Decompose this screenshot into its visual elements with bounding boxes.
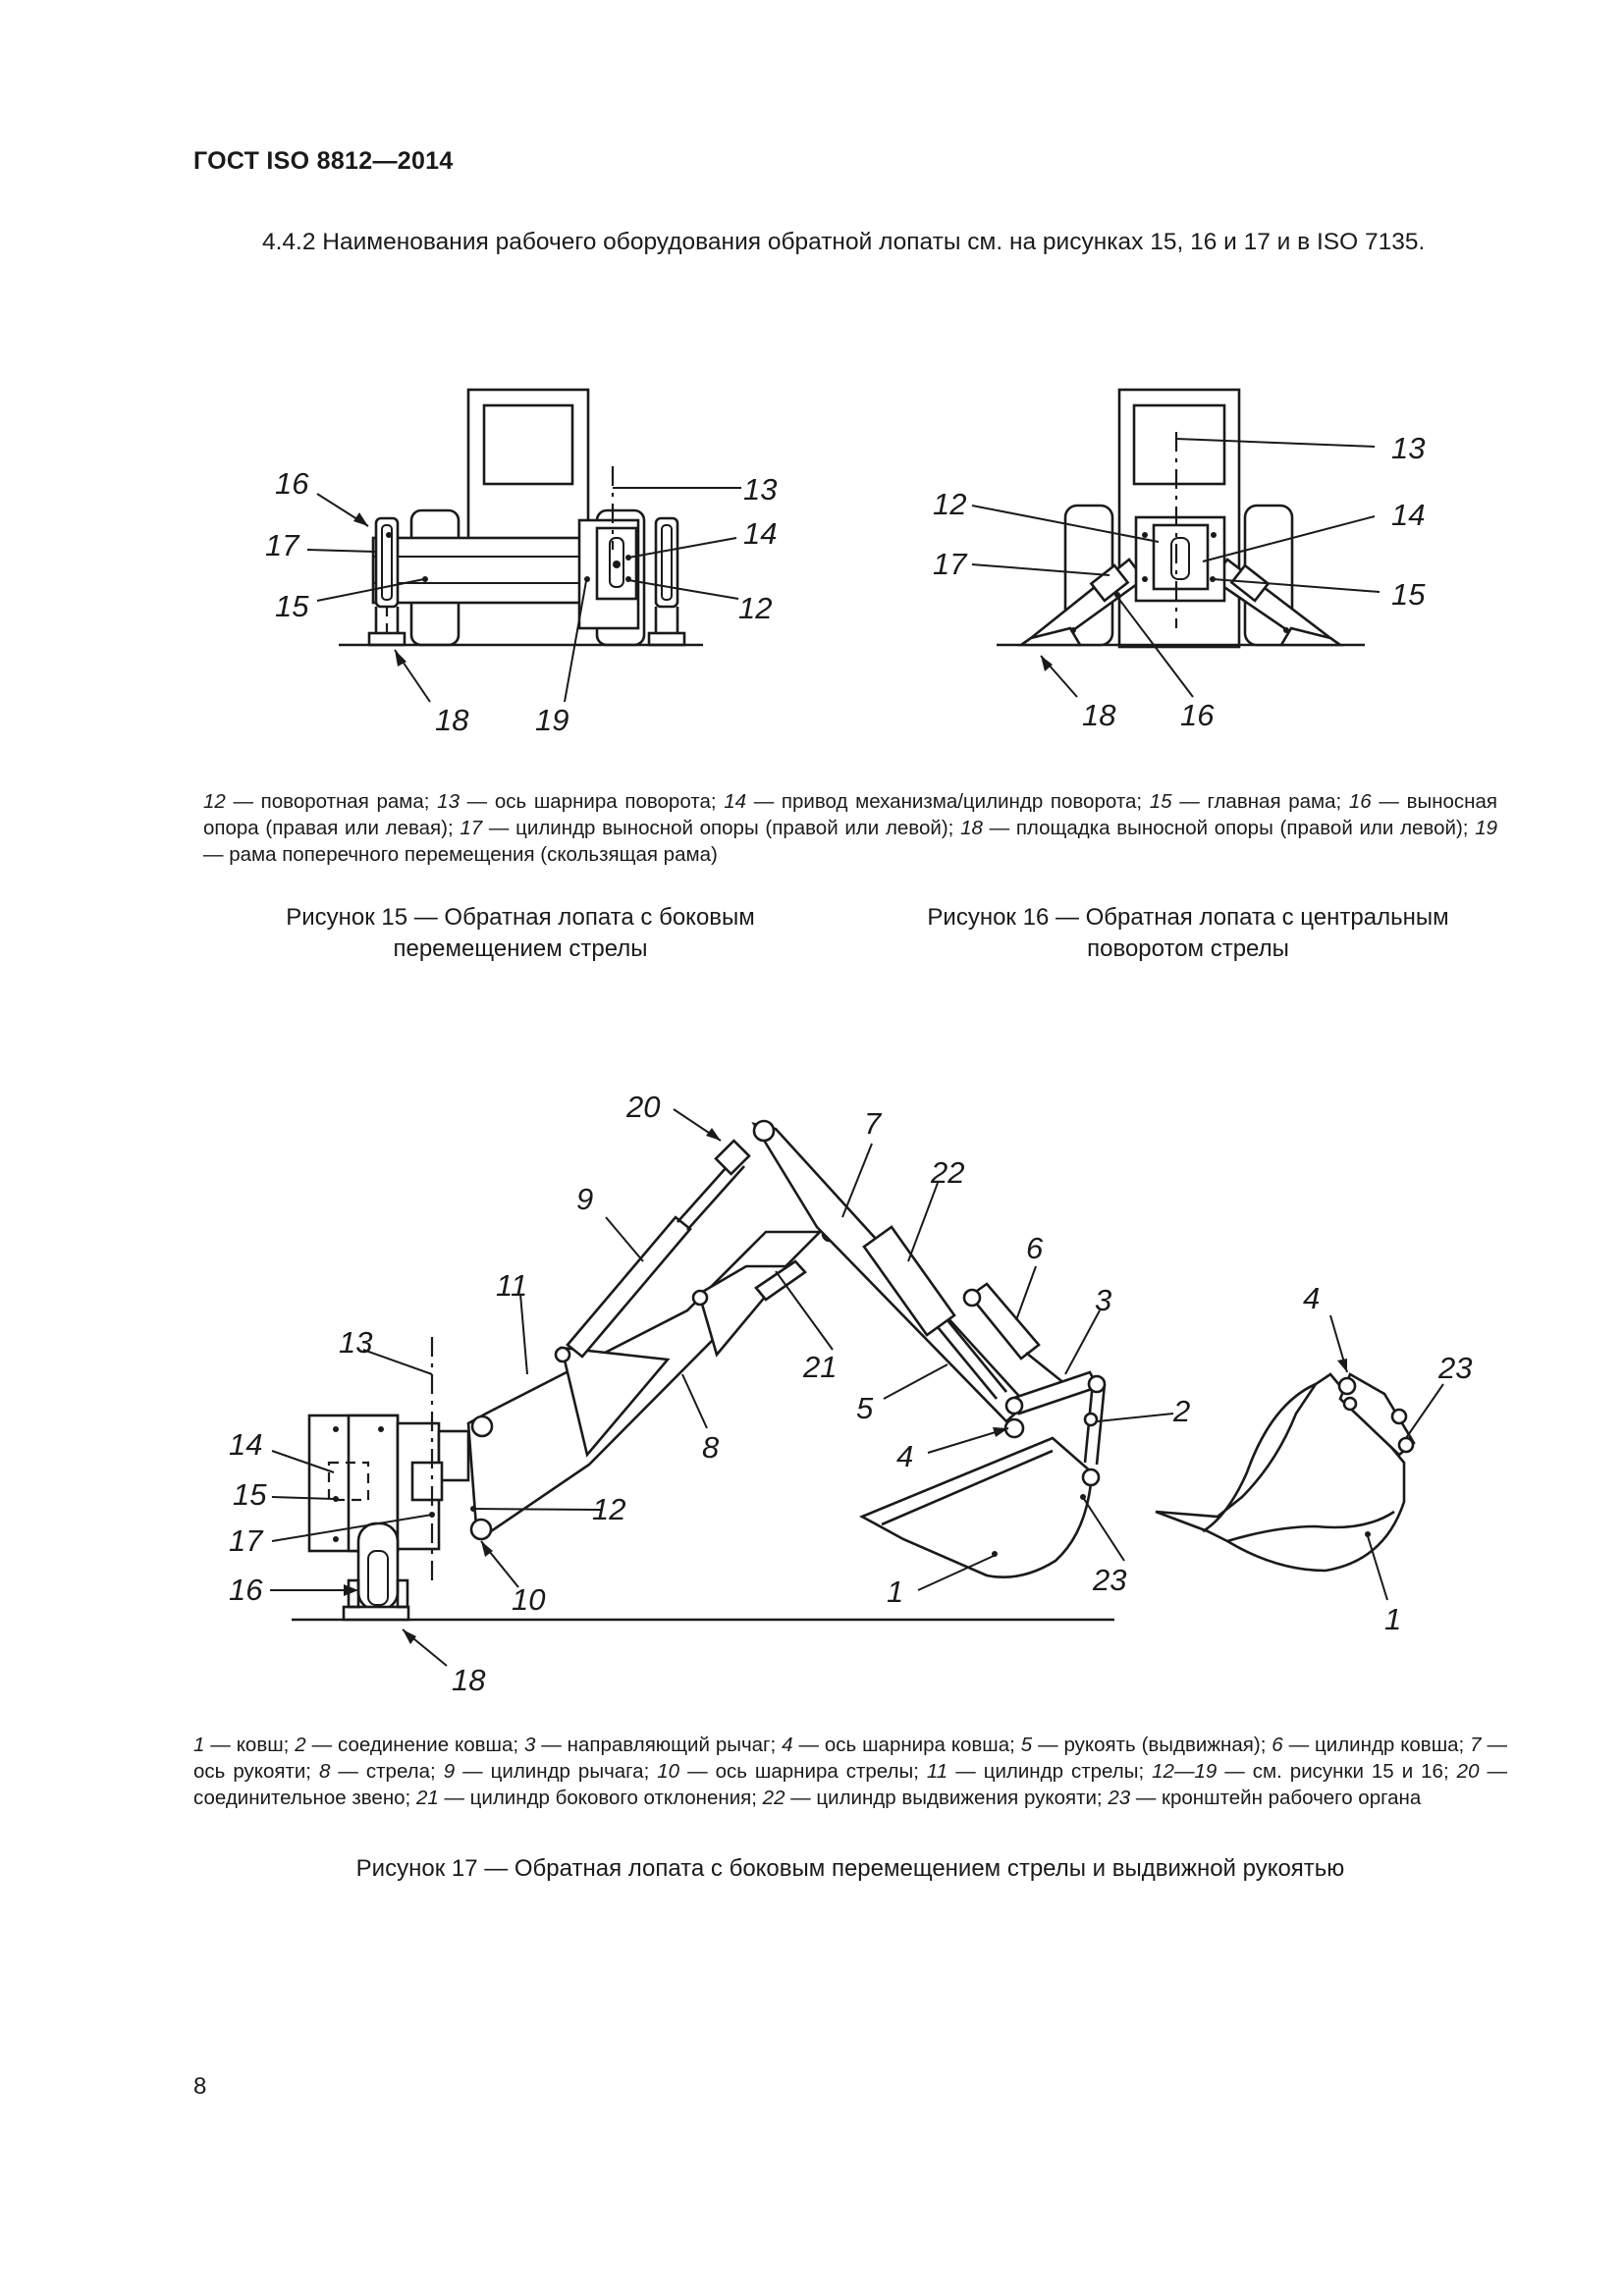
guide-lever [1009,1370,1100,1415]
outrigger-pad [342,1605,410,1622]
caption-fig16: Рисунок 16 — Обратная лопата с центральн… [927,904,1449,962]
fig16-label-16: 16 [1180,698,1215,732]
fig15-label-12: 12 [738,591,772,625]
fig17-label-11: 11 [496,1268,527,1303]
fig17-label-2: 2 [1172,1394,1190,1428]
fig16-label-12: 12 [933,487,966,521]
fig17-label-3: 3 [1095,1283,1111,1317]
fig17-label-16: 16 [229,1573,263,1607]
fig17-label-23-right: 23 [1437,1351,1472,1385]
bucket-cylinder [968,1282,1041,1361]
fig15-label-17: 17 [265,528,300,562]
lever-cylinder [566,1215,692,1359]
figure-17-drawing: 20 7 22 9 6 11 3 21 13 5 2 8 4 14 15 12 … [229,1090,1472,1697]
page-number: 8 [193,2073,207,2100]
fig17-label-12: 12 [592,1492,625,1526]
fig15-label-15: 15 [275,589,309,623]
caption-fig17: Рисунок 17 — Обратная лопата с боковым п… [355,1855,1345,1882]
fig15-label-16: 16 [275,466,309,501]
fig16-label-13: 13 [1391,431,1425,465]
fig17-label-21: 21 [802,1350,837,1384]
fig15-label-19: 19 [535,703,568,737]
side-cylinder [754,1259,807,1302]
cab [466,388,590,546]
fig17-label-1-right: 1 [1384,1602,1401,1636]
outrigger-left [374,516,400,609]
fig17-label-22: 22 [930,1155,964,1190]
bucket [858,1436,1094,1578]
fig17-label-5: 5 [856,1391,874,1425]
fig17-label-8: 8 [702,1430,720,1465]
fig16-label-18: 18 [1082,698,1116,732]
fig17-label-13: 13 [339,1325,372,1360]
document-header: ГОСТ ISO 8812—2014 [193,147,454,175]
fig17-label-6: 6 [1026,1231,1044,1265]
cab [1117,388,1241,649]
fig16-label-17: 17 [933,547,968,581]
fig17-label-18: 18 [452,1663,486,1697]
fig17-label-14: 14 [229,1427,262,1462]
fig16-label-15: 15 [1391,577,1426,612]
fig17-label-4-right: 4 [1303,1281,1320,1315]
outrigger-cyl [356,1522,400,1612]
figure-15-drawing: 16 17 15 13 14 12 18 19 [265,388,777,737]
cab-window [482,403,574,486]
fig17-label-20: 20 [625,1090,660,1124]
fig17-label-7: 7 [864,1106,883,1141]
bucket-detail [1155,1372,1406,1573]
fig17-label-10: 10 [512,1582,545,1617]
cab-window [1132,403,1226,486]
outrigger-right [654,516,679,609]
fig17-label-9: 9 [576,1182,593,1216]
fig17-label-17: 17 [229,1523,264,1558]
fig15-label-14: 14 [743,516,777,551]
fig17-label-15: 15 [233,1477,267,1512]
fig17-label-23: 23 [1092,1563,1126,1597]
fig17-label-1: 1 [887,1575,903,1609]
fig15-label-18: 18 [435,703,469,737]
fig15-label-13: 13 [743,472,777,507]
caption-fig15: Рисунок 15 — Обратная лопата с боковым п… [286,904,755,962]
intro-paragraph: 4.4.2 Наименования рабочего оборудования… [262,229,1426,255]
outrigger-pad-left [367,631,406,647]
fig17-label-4: 4 [896,1439,913,1473]
fig16-label-14: 14 [1391,498,1425,532]
legend-fig17: 1 — ковш; 2 — соединение ковша; 3 — напр… [193,1734,1507,1809]
legend-fig15-16: 12 — поворотная рама; 13 — ось шарнира п… [203,790,1498,866]
link-20 [714,1139,751,1176]
figure-16-drawing: 13 12 14 17 15 18 16 [933,388,1426,732]
arm-extend-cylinder [862,1225,956,1337]
